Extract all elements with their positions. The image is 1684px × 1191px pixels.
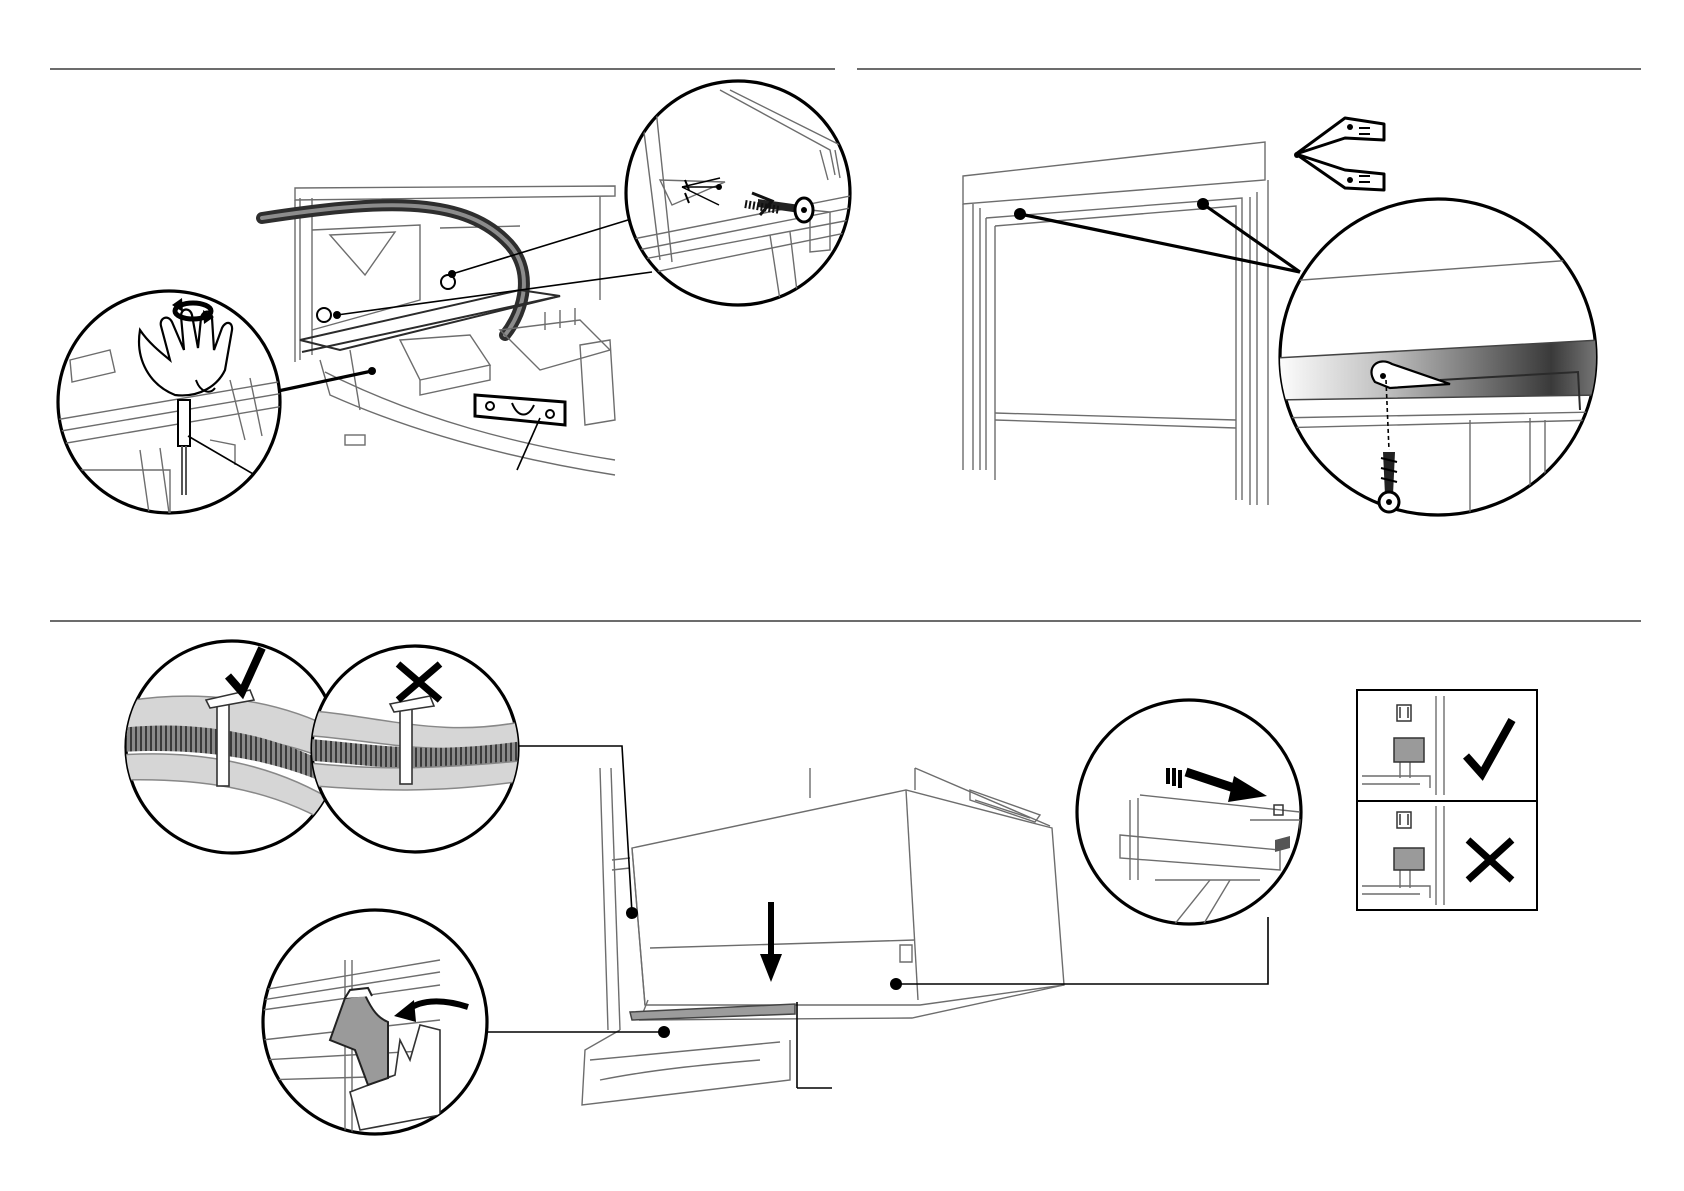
arrow-down-icon	[760, 902, 782, 982]
panel-top-left	[55, 81, 850, 520]
zoom-circle-runner-clip	[262, 910, 487, 1135]
drawer-body	[632, 768, 1064, 1020]
cabinet-base	[320, 308, 615, 475]
zoom-circle-bracket-screw	[1275, 199, 1600, 520]
cabinet-opening	[963, 142, 1268, 505]
panel-top-right	[963, 118, 1600, 520]
zoom-circle-foot-adjust	[55, 291, 290, 520]
screw-hole-marker	[317, 308, 331, 322]
panel-bottom	[120, 641, 1537, 1135]
zoom-circle-rail-screw	[626, 81, 850, 305]
spirit-level-icon	[475, 395, 565, 425]
latch-check-box	[1357, 690, 1537, 910]
drawer-runner	[630, 1004, 795, 1020]
cabinet-side	[582, 768, 790, 1105]
zoom-circle-hose-correct	[120, 641, 340, 853]
leader-zoom-rail	[337, 272, 652, 315]
zoom-circle-drawer-latch	[1077, 700, 1307, 930]
leader-spirit-level	[517, 418, 540, 470]
leader-drawer-latch	[896, 917, 1268, 984]
mounting-bracket-icon	[1294, 118, 1384, 190]
